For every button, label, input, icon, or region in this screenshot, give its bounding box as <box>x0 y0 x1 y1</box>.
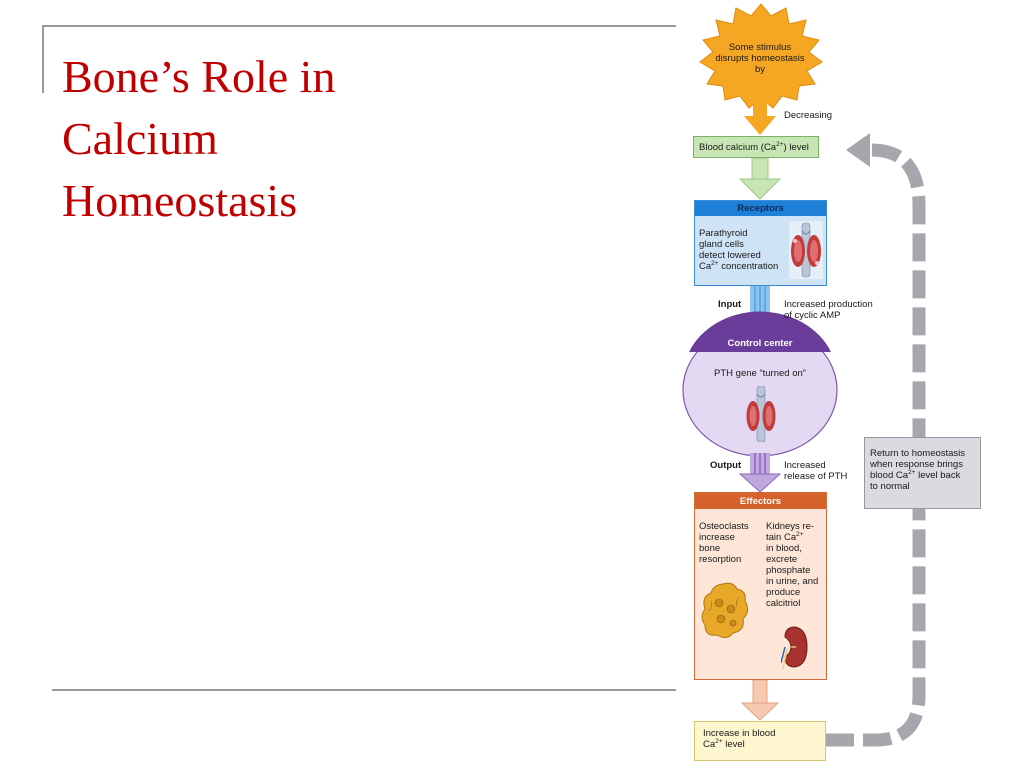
stimulus-arrowhead <box>744 116 776 135</box>
effector-arrow-shaft <box>752 679 768 705</box>
diagram-graphics <box>682 3 926 747</box>
return-sup: 2+ <box>908 468 916 476</box>
increase-text: Increase in blood Ca2+ level <box>703 728 775 750</box>
output-description: Increased release of PTH <box>784 460 847 482</box>
return-level-back: level back <box>915 470 961 481</box>
kidneys-line-7: produce <box>766 587 801 598</box>
receptors-sup: 2+ <box>711 259 719 267</box>
osteoclasts-line-3: bone <box>699 543 721 554</box>
slide-frame-bottom <box>52 689 676 691</box>
return-line-4: to normal <box>870 481 910 492</box>
osteoclasts-line-2: increase <box>699 532 735 543</box>
receptors-heading: Receptors <box>737 203 784 214</box>
receptors-ca: Ca <box>699 261 712 272</box>
receptors-box: Receptors Parathyroid gland cells detect… <box>694 200 827 286</box>
stimulus-line-2: disrupts homeostasis by <box>715 53 805 75</box>
osteoclasts-line-1: Osteoclasts <box>699 521 749 532</box>
kidneys-text: Kidneys re- tain Ca2+ in blood, excrete … <box>766 521 818 609</box>
slide-title-line-3: Homeostasis <box>62 175 298 226</box>
kidneys-line-3: in blood, <box>766 543 802 554</box>
stimulus-line-1: Some stimulus <box>728 42 792 53</box>
kidneys-line-2: tain Ca2+ <box>766 530 818 543</box>
kidneys-line-5: phosphate <box>766 565 811 576</box>
effector-arrowhead <box>740 702 780 721</box>
increase-level: level <box>722 739 745 750</box>
level-arrow-shaft <box>751 157 769 181</box>
parathyroid-gland-icon-2 <box>746 386 776 442</box>
calcium-feedback-diagram: Some stimulus disrupts homeostasis by De… <box>676 0 1024 768</box>
receptors-line-2: gland cells <box>699 239 744 250</box>
control-center-heading: Control center <box>727 338 793 349</box>
kidneys-line-6: in urine, and <box>766 576 819 587</box>
input-description: Increased production of cyclic AMP <box>784 299 873 321</box>
level-pre: Blood calcium (Ca <box>699 142 777 153</box>
return-line-2: when response brings <box>870 459 963 470</box>
slide-frame-top <box>42 25 676 27</box>
osteoclasts-text: Osteoclasts increase bone resorption <box>699 521 749 565</box>
output-arrow <box>738 453 782 493</box>
return-to-homeostasis-box: Return to homeostasis when response brin… <box>864 437 981 509</box>
slide-title: Bone’s Role in Calcium Homeostasis <box>62 46 482 232</box>
return-arrowhead <box>846 133 870 167</box>
increase-sup: 2+ <box>715 737 723 745</box>
slide-title-line-1: Bone’s Role in <box>62 51 336 102</box>
receptors-concentration: concentration <box>718 261 779 272</box>
stimulus-arrow-shaft <box>753 96 767 118</box>
kidney-icon <box>781 626 808 670</box>
kidneys-line-8: calcitriol <box>766 598 801 609</box>
control-center-text: PTH gene “turned on” <box>714 368 806 379</box>
stimulus-text: Some stimulus disrupts homeostasis by <box>710 42 810 75</box>
effectors-box: Effectors Osteoclasts increase bone reso… <box>694 492 827 680</box>
kidneys-line-4: excrete <box>766 554 798 565</box>
osteoclasts-line-4: resorption <box>699 554 742 565</box>
osteoclast-cell-icon <box>701 582 749 639</box>
input-line-2: of cyclic AMP <box>784 310 841 321</box>
decreasing-label: Decreasing <box>784 110 833 121</box>
receptors-line-1: Parathyroid <box>699 228 748 239</box>
effectors-header: Effectors <box>695 493 826 509</box>
return-feedback-arrow <box>826 133 926 747</box>
slide-title-line-2: Calcium <box>62 113 218 164</box>
level-sup: 2+ <box>776 140 784 148</box>
increase-line-1: Increase in blood <box>703 728 776 739</box>
receptors-line-4: Ca2+ concentration <box>699 259 779 272</box>
kidneys-tain-ca: tain Ca <box>766 532 797 543</box>
level-arrowhead <box>738 178 782 200</box>
control-center-header <box>689 311 831 352</box>
return-line-1: Return to homeostasis <box>870 448 966 459</box>
input-label: Input <box>718 299 742 310</box>
return-line-3: blood Ca2+ level back <box>870 468 965 481</box>
level-post: ) level <box>783 142 809 153</box>
increase-blood-calcium-box: Increase in blood Ca2+ level <box>694 721 826 761</box>
receptors-header: Receptors <box>695 201 826 216</box>
output-line-2: release of PTH <box>784 471 848 482</box>
parathyroid-gland-icon <box>789 221 823 279</box>
blood-calcium-level-text: Blood calcium (Ca2+) level <box>699 140 809 153</box>
receptors-text: Parathyroid gland cells detect lowered C… <box>699 228 778 272</box>
receptors-line-3: detect lowered <box>699 250 761 261</box>
output-line-1: Increased <box>784 460 826 471</box>
return-blood-ca: blood Ca <box>870 470 909 481</box>
increase-line-2: Ca2+ level <box>703 737 775 750</box>
kidneys-line-1: Kidneys re- <box>766 521 815 532</box>
slide-frame-left <box>42 25 44 93</box>
return-text: Return to homeostasis when response brin… <box>870 448 965 492</box>
output-label: Output <box>710 460 742 471</box>
increase-ca: Ca <box>703 739 716 750</box>
blood-calcium-level-box: Blood calcium (Ca2+) level <box>693 136 819 158</box>
effectors-heading: Effectors <box>739 496 782 507</box>
input-line-1: Increased production <box>784 299 873 310</box>
kidneys-sup: 2+ <box>796 530 804 538</box>
